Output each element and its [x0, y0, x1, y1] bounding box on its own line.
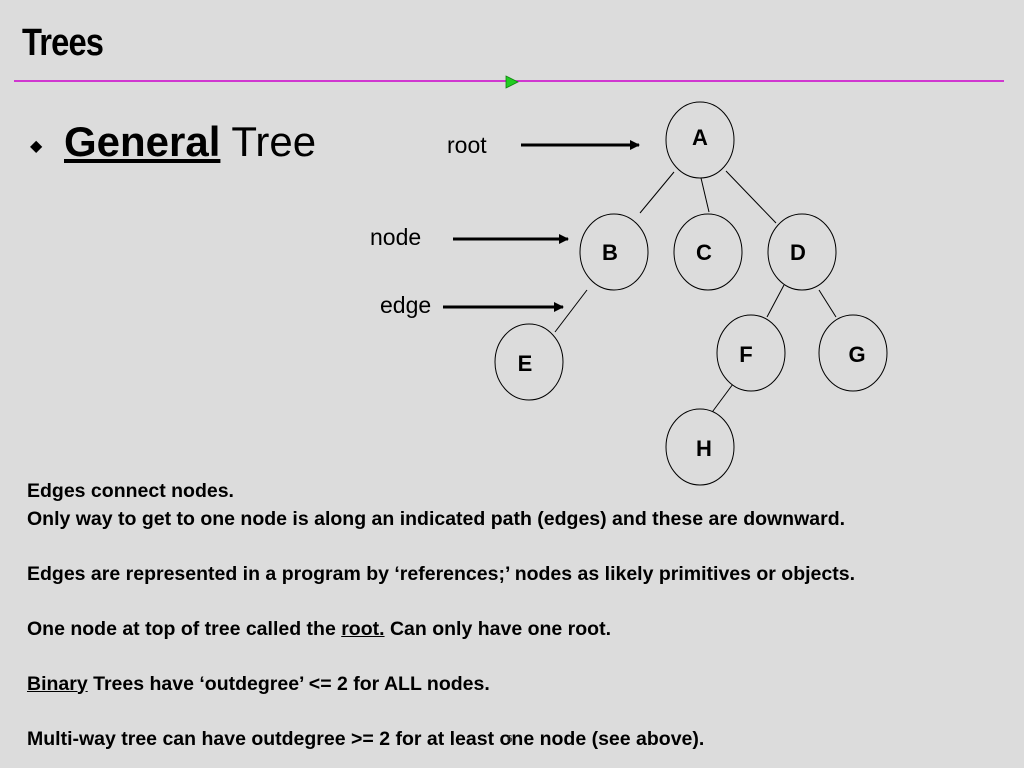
page-number: 6	[507, 734, 513, 745]
bullet-general-tree: ◆ General Tree	[30, 118, 317, 166]
note-line-4-pre: One node at top of tree called the	[27, 617, 342, 640]
note-line-2: Only way to get to one node is along an …	[27, 507, 846, 530]
tree-node-H: H	[665, 408, 735, 486]
tree-edges	[554, 170, 837, 416]
tree-node-G: G	[818, 314, 888, 392]
edge-D-G	[818, 289, 837, 318]
edge-A-C	[700, 177, 710, 213]
label-edge: edge	[380, 292, 432, 318]
bullet-rest-text: Tree	[220, 118, 317, 165]
tree-node-D: D	[767, 213, 837, 291]
tree-node-B: B	[579, 213, 649, 291]
note-line-3: Edges are represented in a program by ‘r…	[27, 562, 855, 585]
node-label-D: D	[790, 240, 806, 265]
node-label-C: C	[696, 240, 712, 265]
tree-node-A: A	[665, 101, 735, 179]
edge-A-D	[725, 170, 777, 224]
notes-text-block: Edges connect nodes. Only way to get to …	[27, 478, 1017, 753]
bullet-bold-term: General	[64, 118, 221, 165]
note-line-4-post: Can only have one root.	[384, 617, 611, 640]
note-line-5: Binary Trees have ‘outdegree’ <= 2 for A…	[27, 671, 1017, 699]
note-root-term: root.	[341, 617, 385, 640]
node-label-E: E	[518, 351, 533, 376]
edge-A-B	[639, 171, 675, 214]
tree-node-F: F	[716, 314, 786, 392]
rule-marker-icon	[505, 75, 519, 89]
node-label-A: A	[692, 125, 708, 150]
note-line-6: Multi-way tree can have outdegree >= 2 f…	[27, 727, 705, 750]
node-label-G: G	[848, 342, 865, 367]
label-node: node	[370, 224, 422, 250]
note-line-4: One node at top of tree called the root.…	[27, 616, 1017, 644]
bullet-diamond-icon: ◆	[30, 138, 43, 155]
tree-node-C: C	[673, 213, 743, 291]
note-line-1: Edges connect nodes.	[27, 480, 234, 502]
node-label-B: B	[602, 240, 618, 265]
note-line-5-post: Trees have ‘outdegree’ <= 2 for ALL node…	[87, 672, 490, 695]
note-binary-term: Binary	[27, 672, 88, 695]
node-label-F: F	[739, 342, 752, 367]
tree-node-E: E	[494, 323, 564, 401]
edge-D-F	[766, 284, 785, 318]
slide-title: Trees	[22, 22, 104, 64]
edge-F-H	[709, 383, 734, 416]
node-label-H: H	[696, 436, 712, 461]
edge-B-E	[554, 289, 588, 333]
label-root: root	[447, 132, 487, 158]
